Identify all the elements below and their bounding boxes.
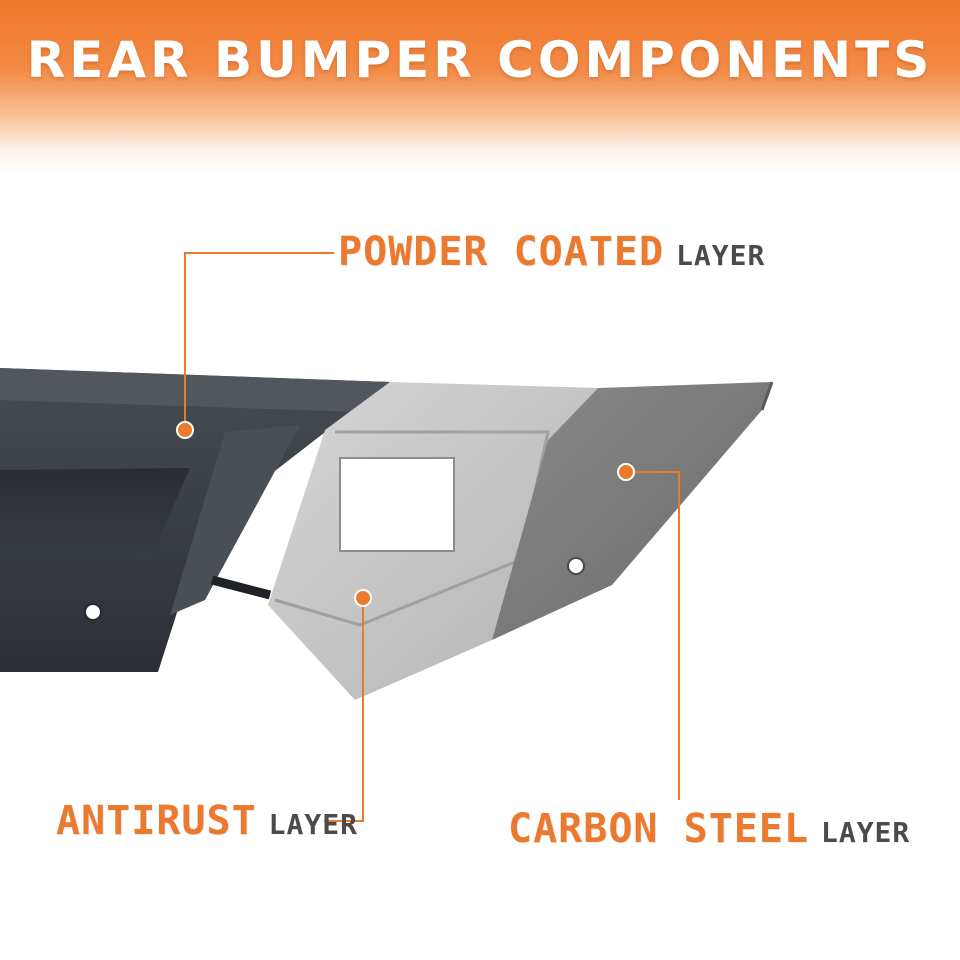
diagonal-rib bbox=[170, 425, 300, 615]
antirust-section bbox=[268, 382, 598, 700]
callout-highlight: ANTIRUST bbox=[56, 798, 257, 844]
callout-leaders bbox=[184, 252, 680, 822]
carbon-steel-section bbox=[492, 381, 774, 640]
dot-antirust bbox=[354, 589, 372, 607]
callout-highlight: POWDER COATED bbox=[338, 229, 665, 275]
callout-antirust: ANTIRUST LAYER bbox=[56, 801, 358, 841]
channel-bar bbox=[210, 575, 272, 600]
recessed-channel bbox=[0, 468, 190, 560]
callout-powder-coated: POWDER COATED LAYER bbox=[338, 232, 765, 272]
carbon-steel-body bbox=[492, 382, 772, 640]
dot-carbon-steel bbox=[617, 463, 635, 481]
callout-suffix: LAYER bbox=[268, 808, 358, 841]
banner-title: REAR BUMPER COMPONENTS bbox=[26, 31, 934, 89]
powder-coated-section bbox=[0, 368, 390, 672]
leader-antirust bbox=[324, 598, 364, 822]
carbon-steel-edge bbox=[760, 381, 774, 411]
square-cutout bbox=[339, 457, 455, 552]
leader-powder-coated bbox=[184, 252, 334, 428]
callout-suffix: LAYER bbox=[676, 239, 766, 272]
mount-hole-left bbox=[84, 603, 102, 621]
powder-coated-body bbox=[0, 368, 390, 672]
callout-suffix: LAYER bbox=[820, 816, 911, 849]
callout-highlight: CARBON STEEL bbox=[508, 806, 809, 852]
callout-carbon-steel: CARBON STEEL LAYER bbox=[508, 809, 910, 849]
mount-hole-right bbox=[567, 557, 585, 575]
dot-powder-coated bbox=[176, 421, 194, 439]
leader-carbon-steel bbox=[626, 471, 680, 800]
upper-ridge bbox=[0, 368, 390, 412]
callout-dots bbox=[176, 421, 635, 607]
